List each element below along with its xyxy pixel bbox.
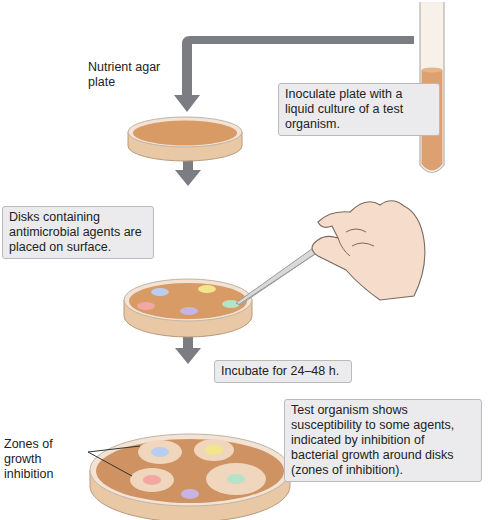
- callout-text: Incubate for 24–48 h.: [221, 364, 345, 379]
- callout-box: Inoculate plate with a liquid culture of…: [278, 83, 440, 136]
- callout-text: Disks containing antimicrobial agents ar…: [9, 210, 147, 255]
- leader-lines: [88, 446, 140, 476]
- callout-box: Incubate for 24–48 h.: [214, 360, 352, 383]
- forceps-and-hand: [236, 201, 425, 305]
- plate-label: Nutrient agar plate: [88, 60, 168, 90]
- callout-box: Test organism shows susceptibility to so…: [284, 399, 482, 482]
- zone-label: Zones of growth inhibition: [4, 437, 88, 482]
- agar-plate: [128, 117, 242, 161]
- callout-box: Disks containing antimicrobial agents ar…: [2, 206, 154, 259]
- callout-text: Inoculate plate with a liquid culture of…: [285, 87, 433, 132]
- agar-plate-with-disks: [124, 279, 252, 337]
- callout-text: Test organism shows susceptibility to so…: [291, 403, 475, 478]
- incubated-plate: [90, 434, 290, 520]
